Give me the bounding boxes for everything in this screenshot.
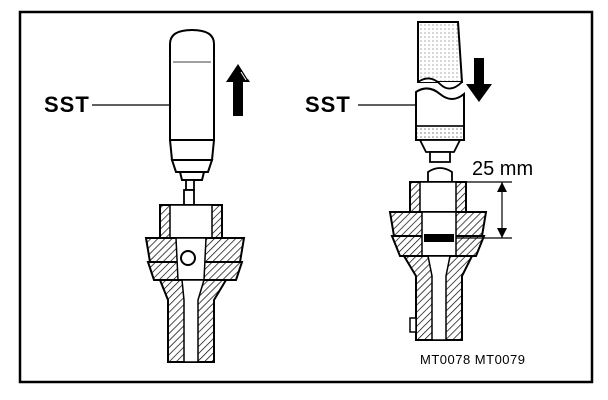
right-illustration (358, 21, 512, 341)
left-sst-label: SST (44, 92, 90, 117)
arrow-down-icon (466, 58, 492, 102)
left-illustration (92, 28, 250, 363)
figure-border (18, 10, 594, 384)
dimension-label: 25 mm (472, 158, 534, 180)
left-housing (144, 204, 246, 363)
right-sst-tool (415, 21, 465, 163)
arrow-up-icon (226, 64, 250, 116)
right-housing (388, 181, 488, 341)
right-sst-label: SST (305, 92, 351, 117)
figure-code: MT0078 MT0079 (420, 352, 526, 367)
left-sst-tool (168, 28, 216, 191)
dimension-marker (456, 181, 512, 239)
